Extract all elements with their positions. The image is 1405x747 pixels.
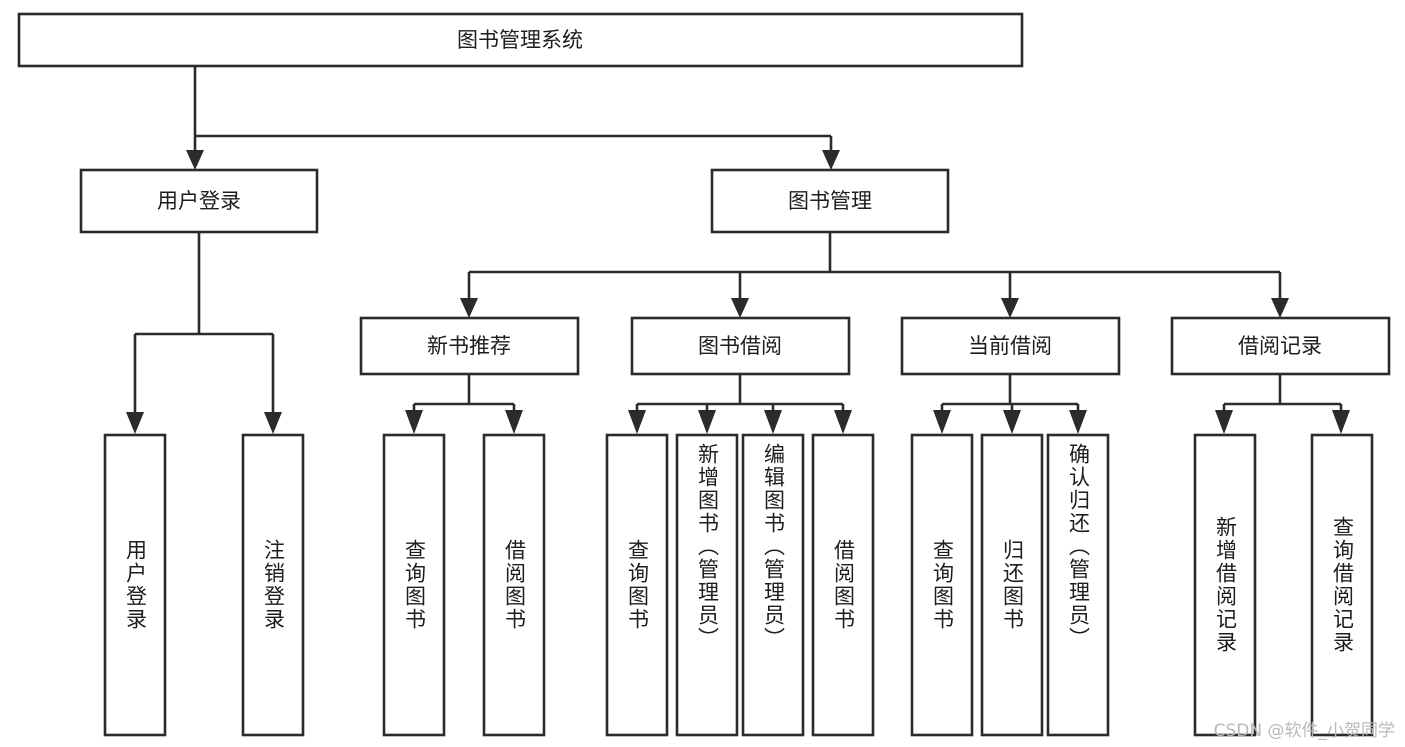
leaf-box-add-borrow-record[interactable] <box>1193 433 1257 737</box>
node-book-borrow-label: 图书借阅 <box>698 334 782 358</box>
arrow-head-leaf-user-login <box>126 412 144 434</box>
arrow-head-leaf-query-book-3 <box>933 410 951 434</box>
arrow-head-borrow-record <box>1271 298 1289 318</box>
arrow-head-leaf-borrow-book-1 <box>505 410 523 434</box>
leaf-box-query-book-1[interactable] <box>382 433 446 737</box>
leaf-label-logout: 注销登录 <box>261 539 286 631</box>
leaf-label-query-borrow-record: 查询借阅记录 <box>1330 516 1355 654</box>
arrow-head-leaf-add-book-admin <box>698 410 716 434</box>
node-user-login-label: 用户登录 <box>157 189 241 213</box>
arrow-head-leaf-edit-book-admin <box>764 410 782 434</box>
leaf-label-borrow-book-1: 借阅图书 <box>502 539 527 631</box>
node-new-book-recommend[interactable] <box>359 316 580 376</box>
leaf-label-borrow-book-2: 借阅图书 <box>831 539 856 631</box>
leaf-box-query-borrow-record[interactable] <box>1310 433 1374 737</box>
leaf-box-confirm-return-admin[interactable] <box>1046 433 1110 737</box>
node-book-management-label: 图书管理 <box>788 189 872 213</box>
leaf-label-query-book-1: 查询图书 <box>402 539 427 631</box>
leaf-label-query-book-2: 查询图书 <box>625 539 650 631</box>
node-current-borrow[interactable] <box>900 316 1121 376</box>
leaf-box-query-book-2[interactable] <box>605 433 669 737</box>
leaf-label-query-book-3: 查询图书 <box>930 539 955 631</box>
arrow-head-leaf-logout <box>264 412 282 434</box>
leaf-box-edit-book-admin[interactable] <box>741 433 805 737</box>
node-book-borrow[interactable] <box>630 316 851 376</box>
leaf-label-user-login: 用户登录 <box>123 539 148 631</box>
arrow-head-leaf-add-borrow-record <box>1215 410 1233 434</box>
leaf-label-edit-book-admin: 编辑图书（管理员） <box>761 443 786 650</box>
leaf-label-confirm-return-admin: 确认归还（管理员） <box>1066 443 1091 650</box>
node-borrow-record-label: 借阅记录 <box>1238 334 1322 358</box>
leaf-box-query-book-3[interactable] <box>910 433 974 737</box>
leaf-box-borrow-book-1[interactable] <box>482 433 546 737</box>
leaf-box-return-book[interactable] <box>980 433 1044 737</box>
leaf-box-user-login[interactable] <box>103 433 167 737</box>
node-root-label: 图书管理系统 <box>457 28 583 52</box>
arrow-head-user-login <box>186 150 204 170</box>
arrow-head-leaf-query-book-1 <box>405 410 423 434</box>
arrow-head-leaf-confirm-return-admin <box>1069 410 1087 434</box>
arrow-head-leaf-borrow-book-2 <box>834 410 852 434</box>
node-new-book-recommend-label: 新书推荐 <box>427 334 511 358</box>
leaf-label-return-book: 归还图书 <box>1000 539 1025 631</box>
leaf-box-logout[interactable] <box>241 433 305 737</box>
leaf-label-add-borrow-record: 新增借阅记录 <box>1213 516 1238 654</box>
leaf-box-add-book-admin[interactable] <box>675 433 739 737</box>
arrow-head-book-management <box>822 150 840 170</box>
arrow-head-new-book-recommend <box>460 298 478 318</box>
node-root[interactable] <box>17 12 1024 68</box>
leaf-label-add-book-admin: 新增图书（管理员） <box>695 443 720 650</box>
arrow-head-leaf-return-book <box>1003 410 1021 434</box>
arrow-head-current-borrow <box>1001 298 1019 318</box>
node-current-borrow-label: 当前借阅 <box>968 334 1052 358</box>
arrow-head-leaf-query-borrow-record <box>1332 410 1350 434</box>
leaf-box-borrow-book-2[interactable] <box>811 433 875 737</box>
csdn-watermark: CSDN @软件_小贺同学 <box>1213 721 1395 741</box>
arrow-head-book-borrow <box>731 298 749 318</box>
arrow-head-leaf-query-book-2 <box>628 410 646 434</box>
